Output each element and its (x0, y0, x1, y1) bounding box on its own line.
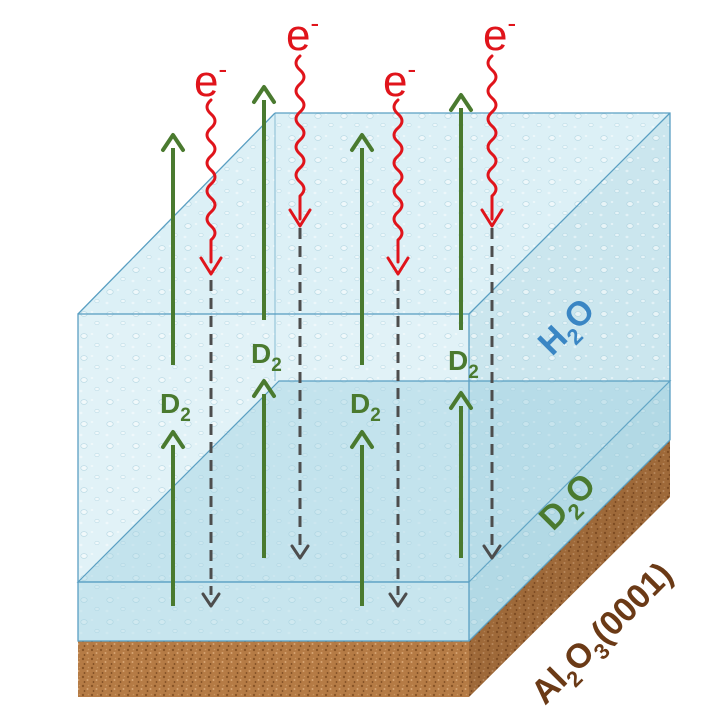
d2-arrowhead-2-lower (252, 379, 276, 398)
d2-label-1: D2 (160, 388, 191, 426)
electron-wave-2 (294, 54, 306, 221)
d2-arrowhead-1-upper (161, 133, 185, 152)
d2-arrowhead-3-lower (350, 430, 374, 449)
electron-wave-4 (486, 54, 498, 221)
d2-arrowhead-4-lower (449, 391, 473, 410)
substrate-front-face (78, 641, 469, 697)
dashed-arrowhead-2 (290, 544, 310, 560)
d2o-layer-front (78, 582, 469, 641)
electron-label-2: e- (286, 8, 319, 60)
d2o-layer-side (469, 381, 670, 641)
electron-label-4: e- (483, 8, 516, 60)
d2-arrowhead-2-upper (252, 85, 276, 104)
d2-label-4: D2 (448, 345, 479, 383)
electron-arrowhead-2 (288, 208, 312, 228)
electron-wave-3 (392, 98, 404, 264)
electron-arrowhead-4 (480, 208, 504, 228)
electron-wave-1 (205, 98, 217, 264)
water-block (76, 112, 672, 642)
electron-label-1: e- (194, 54, 227, 106)
electron-label-3: e- (383, 54, 416, 106)
electron-arrows (199, 54, 504, 276)
d2-label-3: D2 (350, 388, 381, 426)
d2-label-2: D2 (251, 338, 282, 376)
d2-arrowhead-1-lower (161, 430, 185, 449)
electron-arrowhead-3 (386, 256, 410, 276)
d2-arrowhead-4-upper (449, 93, 473, 112)
d2-arrows (171, 100, 463, 606)
electron-arrowhead-1 (199, 256, 223, 276)
dashed-electron-paths (209, 228, 494, 595)
dashed-arrowhead-1 (201, 592, 221, 608)
substrate-side-face (469, 440, 670, 697)
dashed-arrowhead-4 (482, 544, 502, 560)
d2-arrowhead-3-upper (350, 133, 374, 152)
substrate-block (78, 440, 670, 697)
dashed-arrowhead-3 (388, 592, 408, 608)
